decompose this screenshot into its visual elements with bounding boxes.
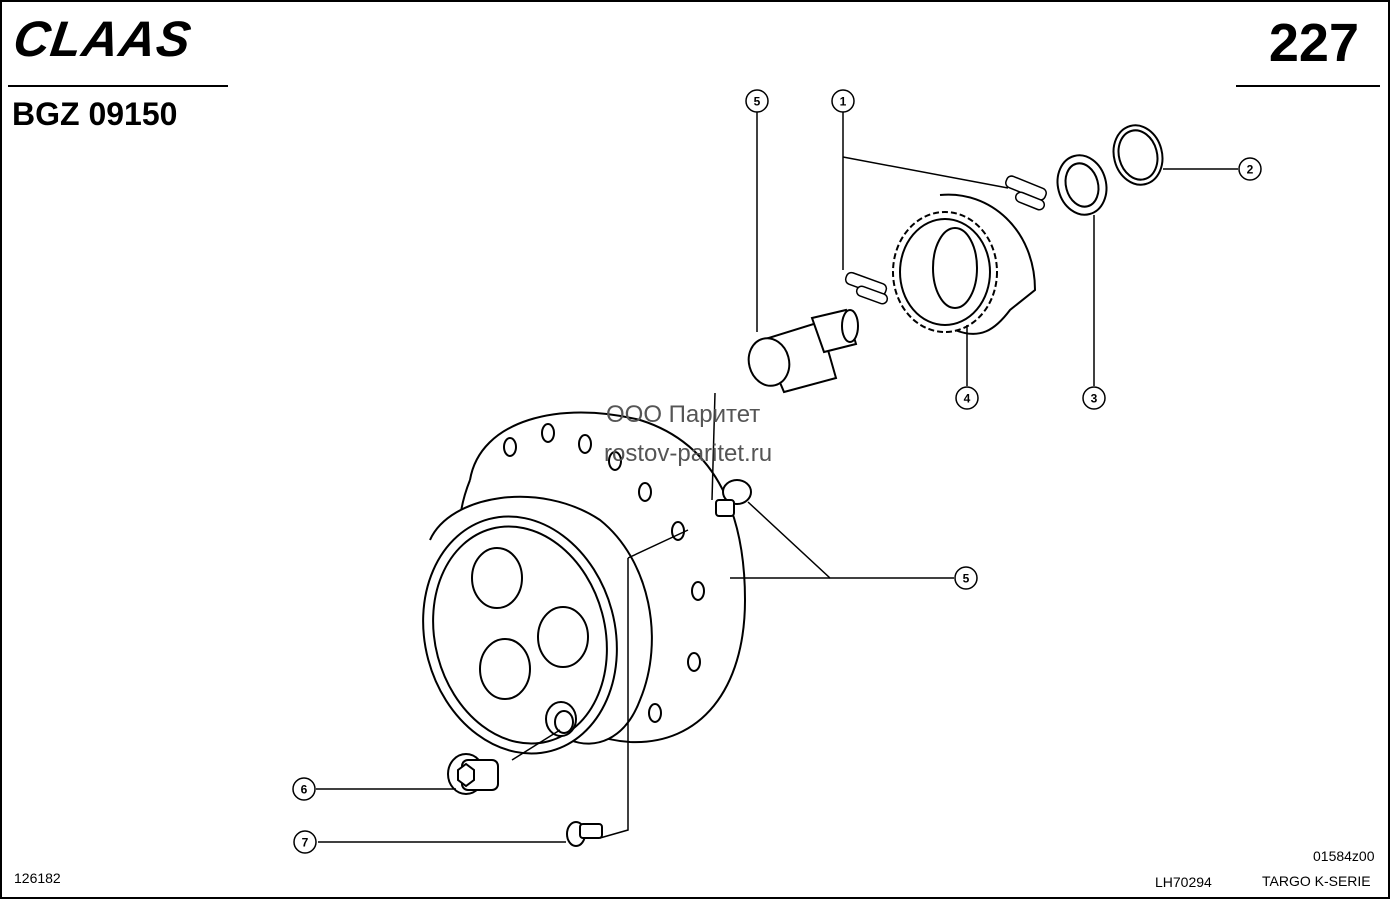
- callout-1: 1: [831, 89, 855, 113]
- series-label: TARGO K-SERIE: [1262, 873, 1371, 889]
- bushing-part: [747, 308, 859, 394]
- seal-ring-part: [1056, 154, 1108, 216]
- callout-2: 2: [1238, 157, 1262, 181]
- footer-left-code: 126182: [14, 870, 61, 886]
- dowel-pin-part: [715, 479, 752, 517]
- watermark-company: ООО Паритет: [606, 401, 761, 428]
- roller-segments: [844, 175, 1047, 305]
- callout-label: 3: [1091, 392, 1098, 406]
- callouts: 5 1 2 4 3 5 6: [292, 89, 1262, 854]
- callout-3: 3: [1082, 386, 1106, 410]
- gear-part: [892, 193, 1037, 335]
- callout-label: 5: [754, 95, 761, 109]
- callout-4: 4: [955, 386, 979, 410]
- catalog-code: LH70294: [1155, 874, 1212, 890]
- brand-logo: CLAAS: [10, 11, 196, 67]
- callout-5-top: 5: [745, 89, 769, 113]
- plug-screw-part: [447, 753, 499, 795]
- callout-label: 7: [302, 836, 309, 850]
- page-number: 227: [1268, 13, 1359, 73]
- callout-label: 5: [963, 572, 970, 586]
- callout-5-lower: 5: [954, 566, 978, 590]
- callout-label: 6: [301, 783, 308, 797]
- screw-part: [566, 821, 603, 847]
- snap-ring-part: [1112, 124, 1164, 186]
- callout-label: 4: [964, 392, 971, 406]
- watermark-url: rostov-paritet.ru: [604, 440, 773, 467]
- leader-lines: [316, 112, 1238, 843]
- hub-housing: [422, 411, 747, 755]
- callout-label: 2: [1247, 163, 1254, 177]
- drawing-code: 01584z00: [1313, 848, 1375, 864]
- callout-label: 1: [840, 95, 847, 109]
- callout-6: 6: [292, 777, 316, 801]
- callout-7: 7: [293, 830, 317, 854]
- document-number: BGZ 09150: [12, 96, 178, 132]
